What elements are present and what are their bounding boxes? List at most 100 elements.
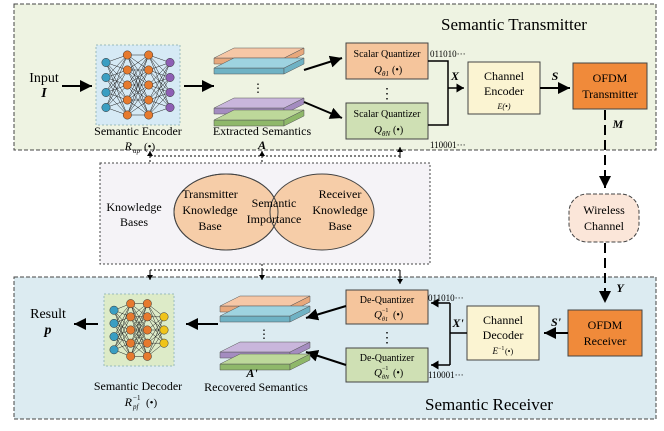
nn-node <box>126 338 136 348</box>
svg-text:−1: −1 <box>382 366 388 372</box>
tx-kb-line3: Base <box>198 219 221 233</box>
svg-text:(•): (•) <box>393 310 403 321</box>
ofdm-transmitter-box <box>572 62 648 110</box>
tx-kb-line1: Transmitter <box>182 187 238 201</box>
svg-text:E: E <box>492 346 499 356</box>
svg-text:θN: θN <box>382 130 390 138</box>
merge-line-tx <box>428 60 449 126</box>
x-prime-symbol: X' <box>451 316 464 330</box>
semantic-layer <box>213 97 305 109</box>
svg-text:(•): (•) <box>392 65 402 76</box>
svg-text:−1: −1 <box>498 346 504 352</box>
nn-node <box>126 325 136 335</box>
nn-node <box>159 325 169 335</box>
svg-text:(•): (•) <box>505 347 513 356</box>
ofdm-transmitter-line2: Transmitter <box>582 87 638 101</box>
svg-text:Q: Q <box>374 367 382 379</box>
receiver-knowledge-base <box>269 173 375 251</box>
nn-node <box>144 65 154 75</box>
channel-encoder-line1: Channel <box>484 69 525 83</box>
nn-node <box>142 351 152 361</box>
transmitter-knowledge-base-outline <box>173 173 279 251</box>
svg-text:R: R <box>124 139 133 153</box>
s-symbol: S <box>552 69 559 83</box>
result-symbol: p <box>44 323 52 338</box>
dequant-bottom-to-semantics <box>305 350 347 366</box>
recovered-semantics-label: Recovered Semantics <box>204 380 308 394</box>
s-prime-symbol: S' <box>551 315 562 329</box>
channel-decoder-formula: E −1 (•) <box>492 346 514 356</box>
semantics-to-quantizer-top <box>303 55 343 71</box>
bits-top-rx: 011010··· <box>428 293 464 303</box>
svg-text:−1: −1 <box>133 394 141 402</box>
scalar-quantizer-bottom <box>345 102 429 140</box>
semantic-layer <box>219 341 311 353</box>
semantic-decoder-formula: R −1 pf (•) <box>124 394 158 411</box>
transmitter-title: Semantic Transmitter <box>441 15 587 34</box>
nn-node <box>144 50 154 60</box>
bits-top-tx: 011010··· <box>430 49 466 59</box>
dequant-top-to-semantics <box>305 305 347 321</box>
dequantizer-bottom <box>345 347 429 383</box>
nn-node <box>109 318 119 328</box>
nn-node <box>165 88 175 97</box>
dequantizer-top-formula: Q −1 θ1 (•) <box>374 308 403 323</box>
nn-node <box>122 50 132 60</box>
nn-node <box>122 80 132 90</box>
extracted-semantics-symbol: A <box>257 138 266 152</box>
y-symbol: Y <box>616 281 625 295</box>
nn-node <box>144 110 154 120</box>
input-label: Input <box>29 71 59 86</box>
ofdm-receiver-line2: Receiver <box>584 334 627 348</box>
extracted-semantics-label: Extracted Semantics <box>213 124 312 138</box>
svg-text:Q: Q <box>374 64 382 76</box>
dequantizer-top-label: De-Quantizer <box>360 295 415 306</box>
nn-node <box>126 312 136 322</box>
svg-text:Q: Q <box>374 124 382 136</box>
ofdm-receiver-box <box>567 309 643 357</box>
nn-node <box>165 73 175 82</box>
nn-node <box>142 312 152 322</box>
svg-text:(•): (•) <box>144 141 156 153</box>
ofdm-transmitter-line1: OFDM <box>593 71 628 85</box>
svg-text:θN: θN <box>382 375 390 381</box>
bits-bottom-rx: 110001··· <box>428 370 464 380</box>
tx-kb-line2: Knowledge <box>182 203 237 217</box>
nn-node <box>109 332 119 342</box>
channel-encoder-formula: E(•) <box>496 102 510 111</box>
scalar-quantizer-bottom-label: Scalar Quantizer <box>354 109 422 120</box>
nn-node <box>126 299 136 309</box>
scalar-quantizer-top <box>345 42 429 80</box>
nn-node <box>144 80 154 90</box>
nn-node <box>144 95 154 105</box>
svg-text:(•): (•) <box>393 125 403 136</box>
semantic-encoder-formula: R αp (•) <box>124 139 156 155</box>
nn-node <box>122 110 132 120</box>
nn-node <box>109 305 119 315</box>
semantic-layer <box>219 305 311 317</box>
svg-text:αp: αp <box>133 147 141 155</box>
knowledge-bases-line1: Knowledge <box>106 200 161 214</box>
svg-text:−1: −1 <box>382 308 388 314</box>
wireless-channel <box>568 193 640 243</box>
rx-kb-line3: Base <box>328 219 351 233</box>
recovered-semantics-symbol: A' <box>245 366 258 380</box>
nn-node <box>101 73 111 82</box>
kb-connectors-bottom <box>150 264 400 271</box>
ofdm-receiver-line1: OFDM <box>588 318 623 332</box>
kb-connectors-top <box>149 155 400 163</box>
wireless-channel-line1: Wireless <box>583 203 625 217</box>
nn-node <box>101 88 111 97</box>
scalar-quantizer-top-formula: Q θ1 (•) <box>374 64 402 78</box>
extracted-semantics-stack: ⋮ <box>213 47 305 127</box>
nn-node <box>126 351 136 361</box>
nn-node <box>122 95 132 105</box>
channel-decoder-line2: Decoder <box>483 328 524 342</box>
nn-node <box>101 103 111 112</box>
channel-encoder-box <box>467 61 541 115</box>
vertical-dots-rx: ⋮ <box>380 331 394 346</box>
knowledge-bases-line2: Bases <box>120 215 148 229</box>
semantic-layer <box>213 57 305 69</box>
result-label: Result <box>30 307 66 322</box>
scalar-quantizer-bottom-formula: Q θN (•) <box>374 124 403 138</box>
